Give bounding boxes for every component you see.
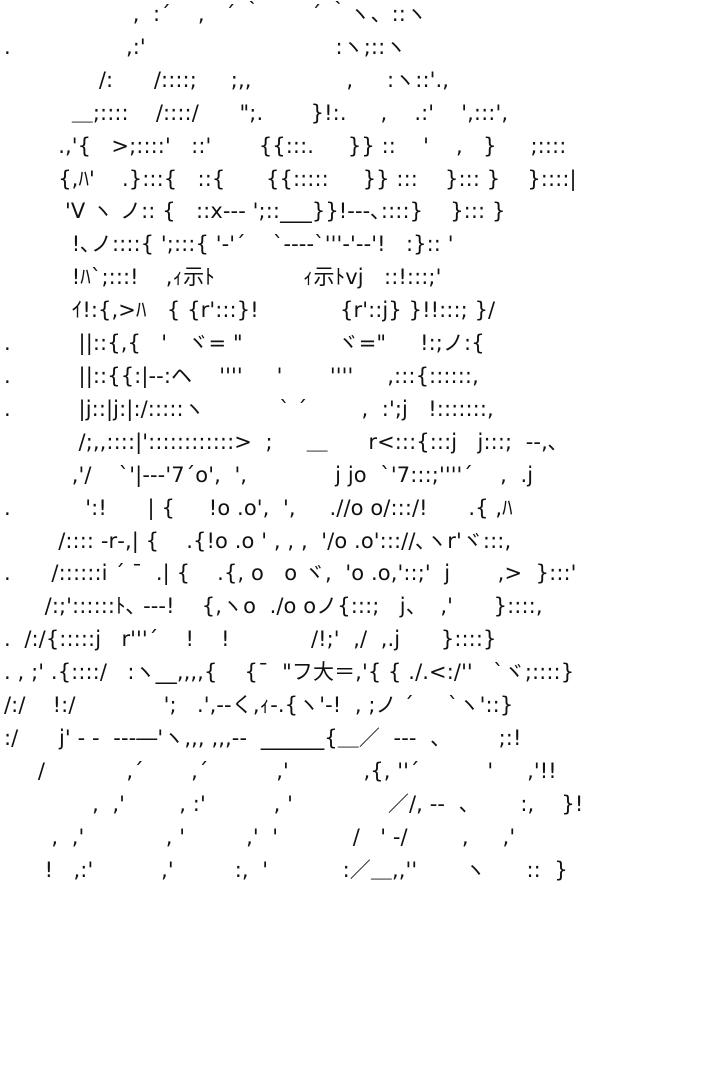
- ascii-art-line: /:;'::::::ﾄ､ ‐‐‐! {,ヽo ./o oノ{:::; j、 ,'…: [4, 594, 543, 619]
- ascii-art-line: :/ j' ‐ ‐ ‐‐‐―'ヽ,,, ,,,‐‐ ______{＿／ ‐‐‐ …: [4, 725, 522, 750]
- ascii-art-line: /:::: ‐r‐,| { .{!o .o ' , , , '/o .o':::…: [4, 528, 512, 553]
- ascii-art-line: , :´ , ´ ｀ ´ ｀ヽ、::ヽ: [4, 2, 428, 26]
- ascii-art-line: !､ノ::::{ ';:::{ '‐'´ `‐‐‐‐`'''‐'‐‐'! :}:…: [4, 232, 454, 257]
- ascii-art-line: ,'/ `'|‐‐‐'7´o', ', j jo `'7:::;''''´ , …: [4, 462, 534, 487]
- ascii-art-line: 'V ヽ ノ:: { ::x‐‐‐ ';::___}}!‐‐‐､::::} }:…: [4, 199, 506, 224]
- ascii-art-line: {,ﾊ' .}:::{ ::{ {{::::: }} ::: }::: } }:…: [4, 166, 577, 191]
- ascii-art-line: . ,:' :ヽ;::ヽ: [4, 34, 407, 59]
- ascii-art-line: . , ;' .{::::/ :ヽ__,,,,{ {¯ "フ大＝,'{ { ./…: [4, 660, 575, 685]
- ascii-art-line: !ﾊ`;:::! ,ｨ示ﾄ ｨ示ﾄvj ::!:::;': [4, 265, 442, 290]
- ascii-art-line: /: /::::; ;,, , :ヽ::'.,: [4, 67, 450, 92]
- ascii-art-line: . |j::|j:|:/:::::ヽ ` ´ , :';j !:::::::,: [4, 396, 494, 421]
- ascii-art-line: , ,' , :' , ' ／/, ‐‐ 、 :, }!: [4, 791, 584, 816]
- ascii-art-line: ＿;:::: /::::/ ";. }!:. , .:' ',:::',: [4, 100, 509, 125]
- ascii-art-line: ｲ!:{,>ﾊ { {r':::}! {r'::j} }!!:::; }/: [4, 298, 496, 323]
- ascii-art-line: . ||::{{:|‐‐:ヘ '''' ' '''' ,:::{::::::,: [4, 363, 479, 388]
- ascii-art-line: / ,´ ,´ ,' ,{, ''´ ' ,'!!: [4, 758, 557, 783]
- ascii-art-line: . /:/{:::::j r'''´ ! ! /!;' ,/ ,.j }::::…: [4, 627, 497, 652]
- ascii-art-line: . ':! | { !o .o', ', .//o o/:::/! .{ ,ﾊ: [4, 495, 513, 520]
- ascii-art-text: , :´ , ´ ｀ ´ ｀ヽ、::ヽ . ,:' :ヽ;::ヽ /: /:::…: [4, 0, 583, 886]
- ascii-art-line: . /::::::i ´ ¯ .| { .{, o o ヾ, 'o .o,'::…: [4, 561, 577, 586]
- ascii-art-line: .,'{ >;::::' ::' {{:::. }} :: ' , } ;:::…: [4, 133, 567, 158]
- ascii-art-line: . ||::{,{ ' ヾ= " ヾ=" !:;ノ:{: [4, 331, 485, 356]
- ascii-art-line: ! ,:' ,' :, ' :／＿,,'' ヽ :: }: [4, 857, 568, 882]
- ascii-art-line: /;,,::::|'::::::::::::> ; ＿ r<:::{:::j j…: [4, 429, 559, 454]
- ascii-art-line: /:/ !:/ '; .',‐‐く,ｨ‐.{ヽ'‐! , ;ノ ´ `ヽ'::}: [4, 693, 514, 718]
- ascii-art-line: , ,' , ' ,' ' / ' ‐/ , ,': [4, 824, 516, 849]
